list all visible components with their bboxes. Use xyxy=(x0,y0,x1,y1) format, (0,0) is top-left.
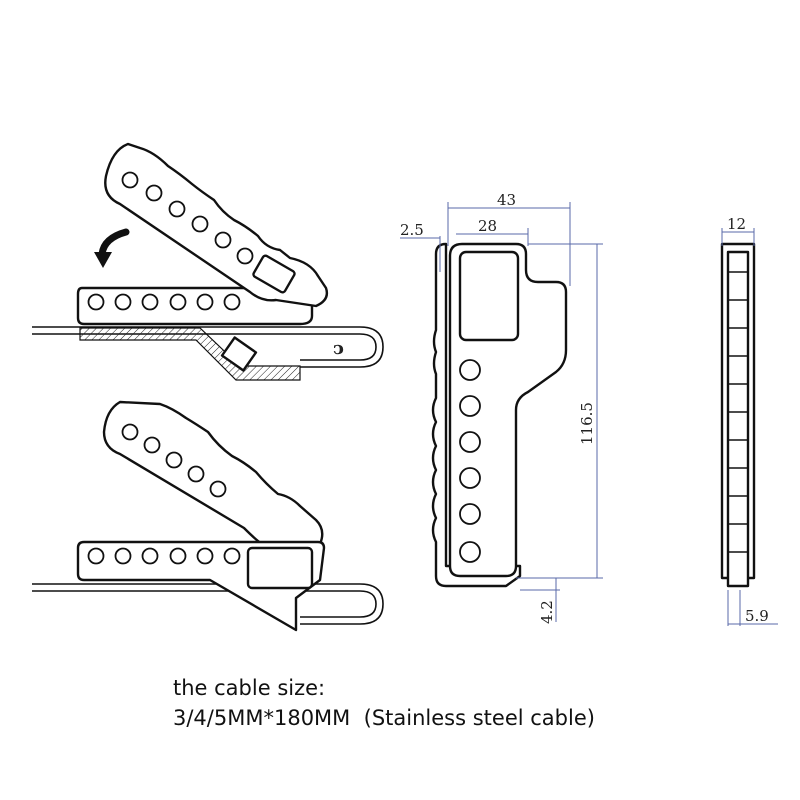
front-label-window xyxy=(458,250,520,342)
side-ticks xyxy=(728,271,748,553)
dim-overall-width: 43 xyxy=(497,191,516,209)
dim-side-width: 12 xyxy=(727,215,746,233)
dim-height: 116.5 xyxy=(578,402,596,445)
dim-side-bottom: 5.9 xyxy=(745,607,769,625)
dim-bottom-offset: 4.2 xyxy=(538,600,556,624)
dim-inner-width: 28 xyxy=(478,217,497,235)
upper-handle-closed xyxy=(102,400,324,546)
upper-label-window xyxy=(252,254,296,294)
front-outer-shell xyxy=(431,242,522,588)
upper-handle-closed-holes xyxy=(121,423,227,498)
side-inner xyxy=(726,250,750,588)
cable-loop-closed xyxy=(32,583,384,625)
dim-offset: 2.5 xyxy=(400,221,424,239)
jaw-section xyxy=(79,327,301,381)
cable-loop xyxy=(32,326,384,368)
lower-body-holes xyxy=(87,293,241,311)
hook-glyph: ↄ xyxy=(333,338,344,359)
open-lockout-view: ↄ xyxy=(32,142,384,381)
caption-line-2: 3/4/5MM*180MM (Stainless steel cable) xyxy=(173,706,595,730)
label-window-closed xyxy=(246,546,314,590)
lower-body-closed-holes xyxy=(87,547,241,565)
pivot-block xyxy=(220,336,258,372)
upper-handle xyxy=(104,142,329,308)
lower-body xyxy=(76,286,314,326)
front-holes xyxy=(459,359,481,563)
rotate-arrow-icon xyxy=(98,228,130,258)
side-view: 12 5.9 xyxy=(720,215,778,626)
caption-line-1: the cable size: xyxy=(173,676,326,700)
front-view: 43 28 2.5 116.5 4.2 xyxy=(400,191,603,624)
closed-lockout-view xyxy=(32,400,384,632)
upper-handle-holes xyxy=(121,171,254,265)
